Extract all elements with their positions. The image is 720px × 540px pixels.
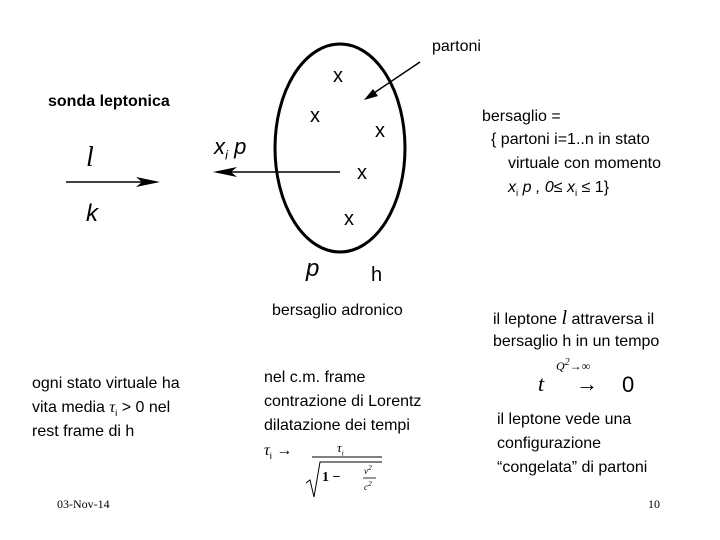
lepton-symbol-l: l: [86, 142, 94, 173]
bottom-note-line3: “congelata” di partoni: [497, 459, 648, 476]
right-note-line2: bersaglio h in un tempo: [493, 333, 660, 350]
td-end: ≤ 1}: [581, 179, 610, 196]
hadron-momentum-p: p: [306, 255, 320, 282]
q2-arrow: →∞: [569, 359, 591, 373]
lepton-probe-label: sonda leptonica: [48, 93, 170, 110]
left-note-line3: rest frame di h: [32, 423, 135, 440]
mn-tau-sub: i: [269, 451, 272, 463]
parton-mark-1: x: [333, 65, 343, 87]
parton-mark-2: x: [310, 105, 320, 127]
xi-p: p: [234, 134, 247, 159]
hadron-ellipse: [273, 42, 407, 254]
parton-mark-3: x: [375, 120, 385, 142]
middle-note-line3: dilatazione dei tempi: [264, 417, 410, 434]
xi-sub: i: [225, 147, 228, 163]
parton-mark-5: x: [344, 208, 354, 230]
right-note-line1: il leptone l attraversa il: [493, 308, 654, 330]
ln-a: vita media: [32, 399, 105, 416]
parton-momentum-label: xi p: [214, 134, 246, 162]
hadron-symbol-h: h: [371, 264, 383, 286]
partons-label: partoni: [432, 38, 481, 55]
left-note-line1: ogni stato virtuale ha: [32, 375, 180, 392]
fn-sub: i: [341, 448, 344, 458]
bottom-note-line1: il leptone vede una: [497, 411, 632, 428]
bottom-note-line2: configurazione: [497, 435, 602, 452]
fc: c: [364, 482, 368, 492]
hadron-target-label: bersaglio adronico: [272, 302, 403, 319]
td-x2: x: [566, 179, 575, 196]
xi-x: x: [214, 134, 225, 159]
mn-tau: τ: [264, 442, 270, 459]
td-sub2: i: [574, 188, 578, 200]
fv: v: [364, 466, 368, 476]
ln-tau-sub: i: [115, 408, 118, 420]
footer-page-number: 10: [648, 497, 660, 511]
formula-zero: 0: [622, 372, 635, 397]
middle-note-line1: nel c.m. frame: [264, 369, 366, 386]
parton-mark-4: x: [357, 162, 367, 184]
rn-l: l: [561, 307, 568, 329]
target-def-line1: bersaglio =: [482, 108, 561, 125]
target-def-line2: { partoni i=1..n in stato: [491, 131, 650, 148]
middle-note-line2: contrazione di Lorentz: [264, 393, 422, 410]
rn-a: il leptone: [493, 311, 558, 328]
fv-exp: 2: [368, 463, 372, 472]
fn-tau: τ: [337, 440, 342, 455]
mn-arrow: →: [276, 442, 293, 459]
formula-t: t: [538, 371, 545, 396]
q2-limit: Q2→∞: [556, 357, 590, 374]
target-def-line4: xi p , 0≤ xi ≤ 1}: [508, 178, 609, 204]
frac-den-1: 1 −: [322, 470, 341, 485]
lepton-momentum-k: k: [86, 200, 98, 227]
frac-c: c2: [364, 479, 372, 492]
partons-pointer-arrowhead: [364, 89, 378, 100]
td-sub1: i: [516, 188, 519, 200]
q2: Q: [556, 359, 565, 373]
footer-date: 03-Nov-14: [57, 497, 110, 511]
td-rest: p , 0≤: [522, 179, 563, 196]
td-x1: x: [508, 179, 516, 196]
lepton-arrowhead: [136, 177, 160, 187]
q2-exp: 2: [564, 357, 570, 368]
middle-note-tau: τi →: [264, 441, 292, 467]
left-note-line2: vita media τi > 0 nel: [32, 398, 170, 424]
parton-momentum-arrowhead: [213, 167, 237, 177]
fc-exp: 2: [368, 479, 372, 488]
formula-arrow: →: [576, 371, 598, 396]
ln-tau: τ: [109, 399, 116, 416]
target-def-line3: virtuale con momento: [508, 155, 661, 172]
frac-numerator: τi: [337, 440, 344, 458]
rn-b: attraversa il: [571, 311, 655, 328]
partons-pointer-arrow: [367, 61, 421, 98]
sqrt-sign: [305, 461, 382, 498]
frac-v: v2: [364, 463, 372, 476]
ln-b: > 0 nel: [121, 399, 171, 416]
